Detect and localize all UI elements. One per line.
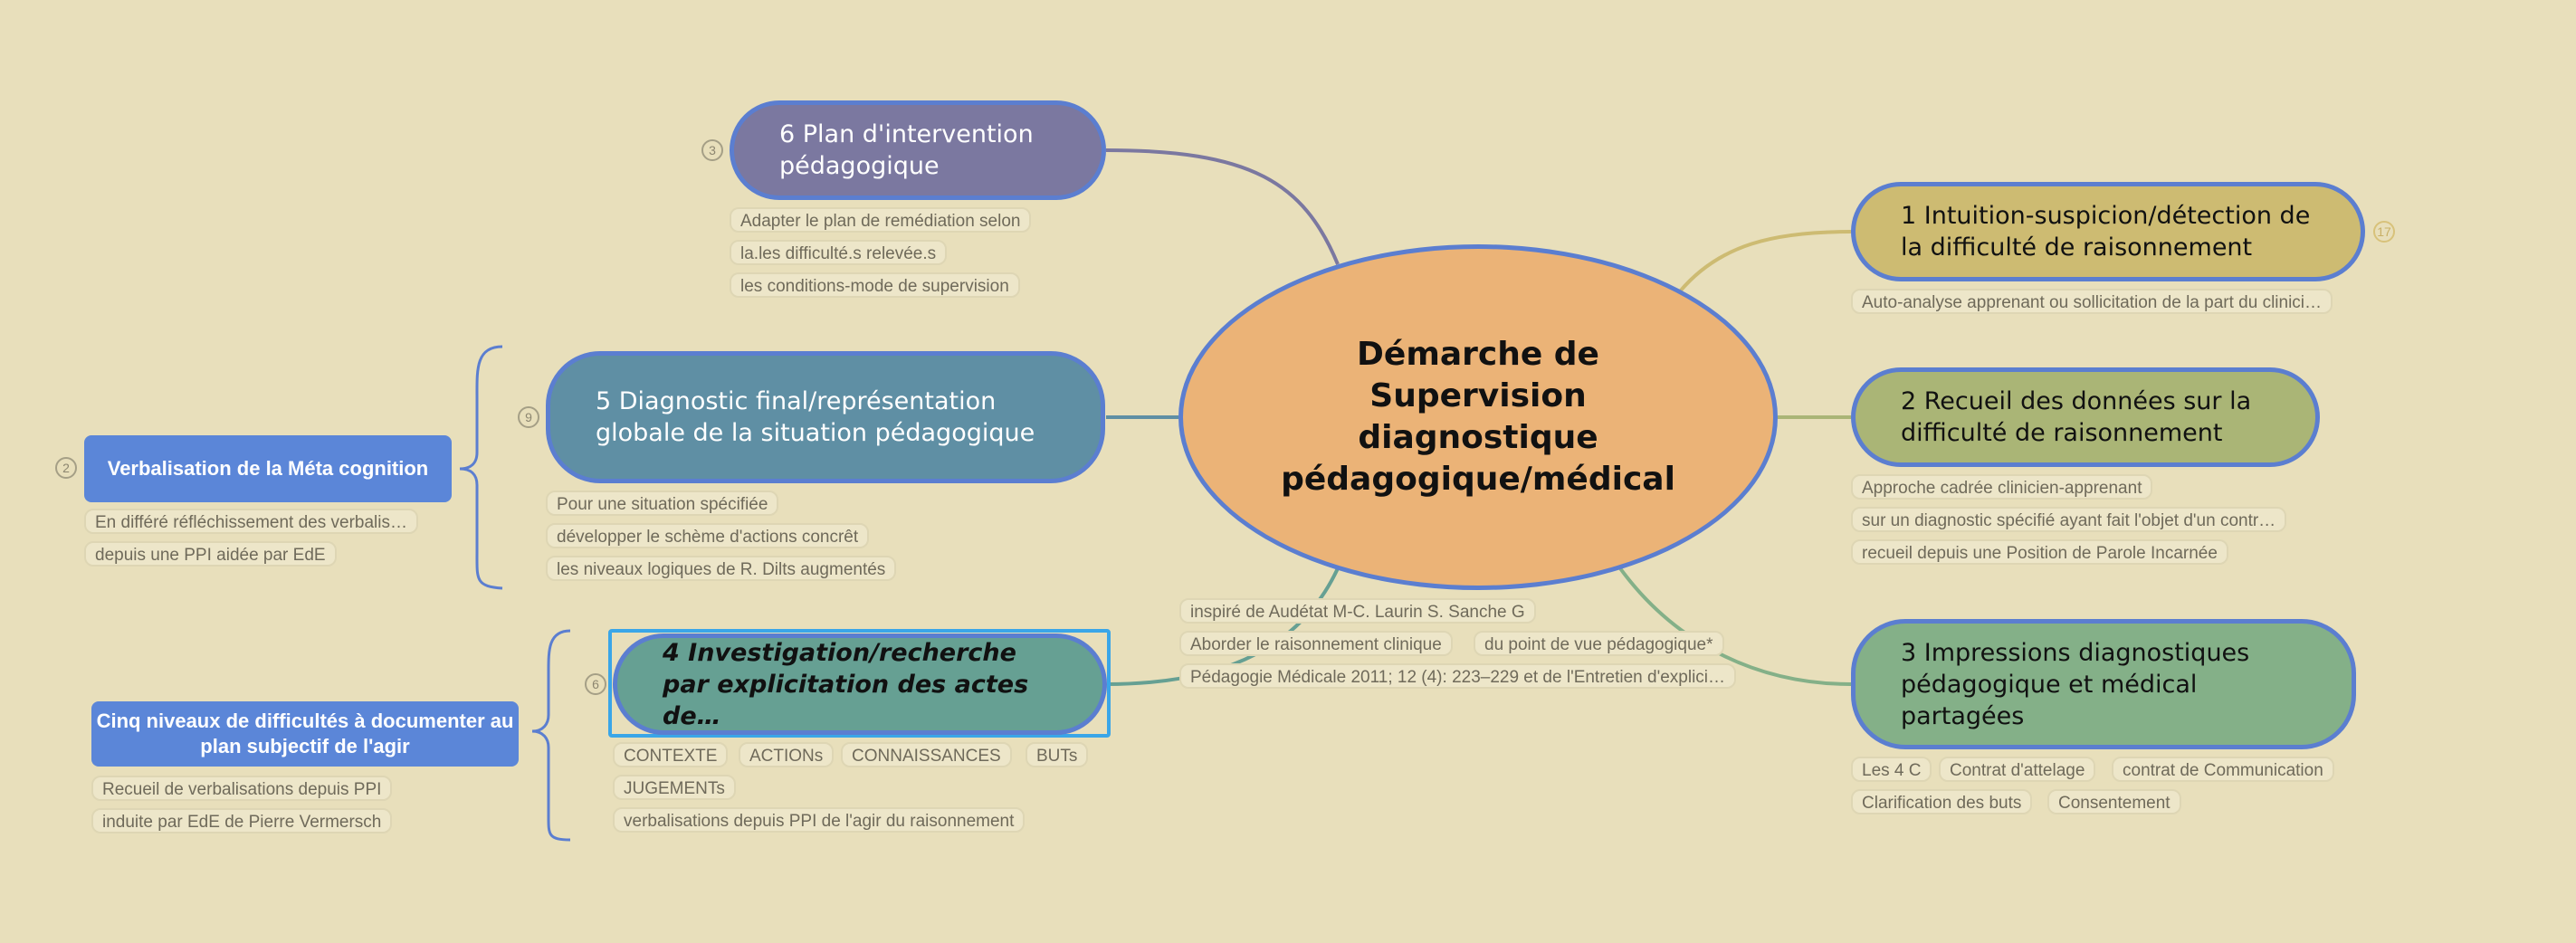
subtopic-verbalisation-title: Verbalisation de la Méta cognition [107, 457, 429, 480]
branch-5-title: 5 Diagnostic final/représentation global… [596, 387, 1035, 447]
branch-6-title: 6 Plan d'intervention pédagogique [779, 120, 1034, 180]
branch-5-diagnostic-final[interactable]: 5 Diagnostic final/représentation global… [546, 351, 1105, 483]
branch-5-note-2[interactable]: développer le schème d'actions concrêt [546, 523, 870, 548]
central-note-pedagogie-medicale[interactable]: Pédagogie Médicale 2011; 12 (4): 223–229… [1179, 663, 1737, 689]
branch-6-collapse-badge[interactable]: 3 [701, 139, 723, 161]
subtopic-verbalisation-note-1[interactable]: En différé réfléchissement des verbalis… [84, 509, 418, 534]
branch-6-note-1[interactable]: Adapter le plan de remédiation selon [730, 207, 1032, 233]
branch-5-collapse-badge[interactable]: 9 [518, 406, 539, 428]
connector-branch-6 [1105, 148, 1340, 265]
branch-5-note-1[interactable]: Pour une situation spécifiée [546, 491, 779, 516]
branch-6-note-2[interactable]: la.les difficulté.s relevée.s [730, 240, 948, 265]
branch-3-note-consentement[interactable]: Consentement [2047, 789, 2181, 814]
branch-3-note-contrat-attelage[interactable]: Contrat d'attelage [1939, 757, 2096, 782]
branch-1-intuition-detection[interactable]: 1 Intuition-suspicion/détection de la di… [1851, 182, 2365, 281]
branch-2-note-3[interactable]: recueil depuis une Position de Parole In… [1851, 539, 2228, 565]
branch-4-note-verbalisations[interactable]: verbalisations depuis PPI de l'agir du r… [613, 807, 1026, 833]
subtopic-verbalisation-note-2[interactable]: depuis une PPI aidée par EdE [84, 541, 337, 567]
branch-3-impressions-diagnostiques[interactable]: 3 Impressions diagnostiques pédagogique … [1851, 619, 2356, 749]
branch-4-collapse-badge[interactable]: 6 [585, 673, 606, 695]
branch-6-note-3[interactable]: les conditions-mode de supervision [730, 272, 1020, 298]
branch-3-note-4c[interactable]: Les 4 C [1851, 757, 1932, 782]
subtopic-verbalisation-metacognition[interactable]: Verbalisation de la Méta cognition [84, 435, 452, 502]
branch-1-title: 1 Intuition-suspicion/détection de la di… [1901, 202, 2311, 262]
connector-branch-1 [1678, 230, 1852, 293]
branch-2-recueil-donnees[interactable]: 2 Recueil des données sur la difficulté … [1851, 367, 2320, 467]
branch-2-note-2[interactable]: sur un diagnostic spécifié ayant fait l'… [1851, 507, 2287, 532]
bracket-branch-5 [459, 345, 503, 590]
central-topic-title: Démarche de Supervision diagnostique péd… [1281, 336, 1675, 498]
branch-4-note-jugements[interactable]: JUGEMENTs [613, 775, 736, 800]
branch-4-note-actions[interactable]: ACTIONs [739, 742, 835, 767]
branch-4-investigation[interactable]: 4 Investigation/recherche par explicitat… [613, 633, 1107, 735]
central-note-aborder[interactable]: Aborder le raisonnement clinique [1179, 631, 1453, 656]
bracket-branch-4 [531, 629, 571, 842]
subtopic-cinq-niveaux-note-2[interactable]: induite par EdE de Pierre Vermersch [91, 808, 393, 833]
branch-3-note-contrat-communication[interactable]: contrat de Communication [2112, 757, 2334, 782]
central-note-inspire[interactable]: inspiré de Audétat M-C. Laurin S. Sanche… [1179, 598, 1536, 624]
branch-4-title: 4 Investigation/recherche par explicitat… [663, 638, 1029, 730]
branch-1-note-1[interactable]: Auto-analyse apprenant ou sollicitation … [1851, 289, 2333, 314]
subtopic-verbalisation-badge[interactable]: 2 [55, 457, 77, 479]
selection-outline [608, 629, 1111, 738]
subtopic-cinq-niveaux-title: Cinq niveaux de difficultés à documenter… [96, 710, 514, 757]
branch-2-title: 2 Recueil des données sur la difficulté … [1901, 387, 2252, 447]
branch-4-note-buts[interactable]: BUTs [1026, 742, 1089, 767]
branch-3-note-clarification[interactable]: Clarification des buts [1851, 789, 2033, 814]
central-note-point-de-vue[interactable]: du point de vue pédagogique* [1474, 631, 1724, 656]
branch-4-note-connaissances[interactable]: CONNAISSANCES [841, 742, 1012, 767]
branch-6-plan-intervention[interactable]: 6 Plan d'intervention pédagogique [730, 100, 1106, 200]
branch-4-note-contexte[interactable]: CONTEXTE [613, 742, 729, 767]
branch-2-note-1[interactable]: Approche cadrée clinicien-apprenant [1851, 474, 2153, 500]
branch-5-note-3[interactable]: les niveaux logiques de R. Dilts augment… [546, 556, 897, 581]
central-topic[interactable]: Démarche de Supervision diagnostique péd… [1178, 244, 1778, 590]
branch-3-title: 3 Impressions diagnostiques pédagogique … [1901, 638, 2250, 730]
subtopic-cinq-niveaux[interactable]: Cinq niveaux de difficultés à documenter… [91, 701, 519, 767]
branch-1-collapse-badge[interactable]: 17 [2373, 221, 2395, 243]
subtopic-cinq-niveaux-note-1[interactable]: Recueil de verbalisations depuis PPI [91, 776, 393, 801]
